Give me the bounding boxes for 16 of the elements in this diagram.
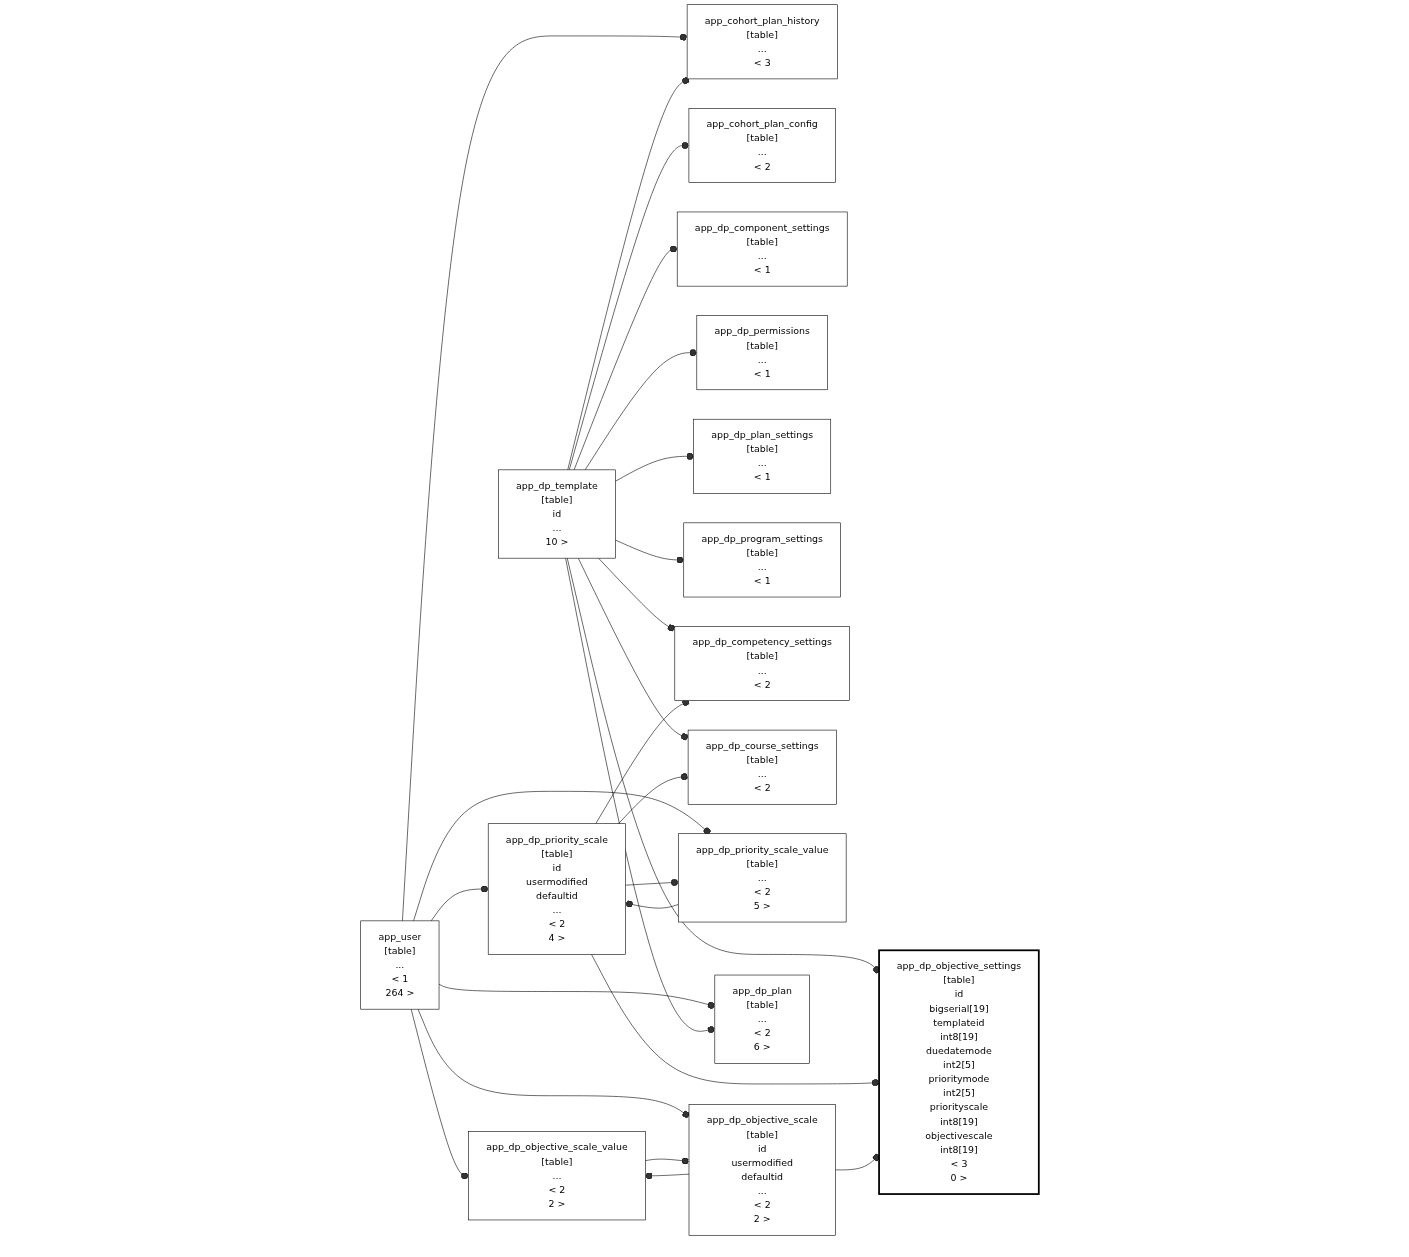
node-box: app_cohort_plan_config [table] ... < 2 bbox=[688, 108, 837, 183]
node-box: app_dp_objective_scale [table] id usermodified defaultid ... < 2 2 > bbox=[688, 1104, 836, 1236]
node-box: app_dp_program_settings [table] ... < 1 bbox=[683, 522, 842, 598]
node-box: app_dp_priority_scale_value [table] ... < 2 5 > bbox=[678, 833, 847, 923]
node-box: app_dp_plan_settings [table] ... < 1 bbox=[693, 418, 832, 494]
node-box: app_dp_objective_scale_value [table] ... < 2 2 > bbox=[468, 1131, 646, 1221]
node-box: app_dp_permissions [table] ... < 1 bbox=[696, 315, 829, 391]
node-box: app_dp_competency_settings [table] ... < 2 bbox=[674, 626, 851, 701]
node-box: app_cohort_plan_history [table] ... < 3 bbox=[687, 4, 838, 80]
node-box: app_dp_priority_scale [table] id usermodified defaultid ... < 2 4 > bbox=[488, 823, 627, 955]
node-box: app_dp_objective_settings [table] id bigserial[19] templateid int8[19] duedatemode int2[5] prioritymode int2[5] priorityscale int8[19] objectivescale int8[19] < 3 0 > bbox=[878, 949, 1040, 1195]
node-box: app_user [table] ... < 1 264 > bbox=[360, 920, 440, 1010]
node-box: app_dp_plan [table] ... < 2 6 > bbox=[714, 974, 811, 1064]
node-box: app_dp_component_settings [table] ... < 1 bbox=[677, 211, 848, 287]
node-box: app_dp_template [table] id ... 10 > bbox=[498, 469, 616, 559]
node-box: app_dp_course_settings [table] ... < 2 bbox=[688, 729, 837, 805]
